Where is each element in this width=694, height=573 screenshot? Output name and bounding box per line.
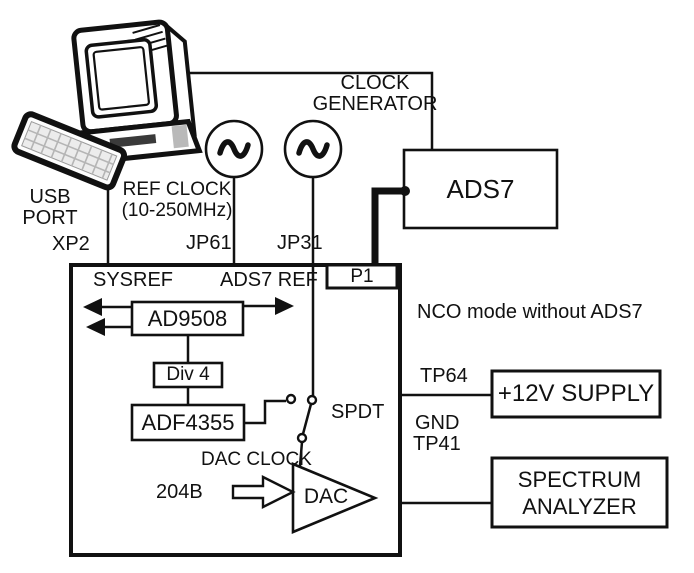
gnd-label: GND [415,412,460,434]
board-box [69,263,402,557]
ref-clock-name: REF CLOCK [122,179,232,200]
base-shade [171,124,189,149]
xp2-label: XP2 [52,233,90,255]
ref-clock-label: REF CLOCK (10-250MHz) [108,179,246,221]
adf4355-label: ADF4355 [141,409,235,435]
spdt-label: SPDT [331,401,385,423]
ads7-label: ADS7 [446,173,515,204]
jp31-label: JP31 [277,232,323,254]
jp61-label: JP61 [186,232,232,254]
dac-clock-label: DAC CLOCK [201,449,312,470]
sine-icon [217,139,251,159]
pc-to-clockgen-wire [160,71,434,150]
spdt-switch-icon [285,393,318,467]
computer-icon [11,19,203,191]
jesd204b-label: 204B [156,481,203,503]
usb-label: USB [29,186,71,208]
clock-generator-line2: GENERATOR [312,93,438,115]
ad9508-label: AD9508 [147,305,228,331]
base-slot [109,134,157,148]
clock-generator-label: CLOCK GENERATOR [312,73,438,115]
nco-mode-note: NCO mode without ADS7 [417,301,643,323]
tp64-label: TP64 [420,365,468,387]
switch-common-circle [296,432,308,444]
spectrum-line2: ANALYZER [522,493,637,519]
monitor-screen [92,46,150,111]
tp41-label: TP41 [413,433,461,455]
spectrum-line1: SPECTRUM [517,466,642,492]
jp31-generator-icon [283,119,343,179]
ads7-ref-arrow [243,297,294,315]
spectrum-box [490,456,669,529]
keyboard-icon [11,111,128,191]
port-label: PORT [22,207,78,229]
dac-label: DAC [303,485,349,508]
jesd204b-block-arrow-icon [231,475,296,509]
clock-tree-wires [186,335,286,425]
cable-connector-dot [400,186,410,196]
adf4355-to-switch-wire [244,399,286,425]
supply-label: +12V SUPPLY [497,380,655,407]
sysref-label: SYSREF [93,269,174,291]
usb-port-label: USB PORT [18,187,82,229]
clock-generator-line1: CLOCK [340,72,410,94]
div4-label: Div 4 [166,364,210,385]
sysref-arrows [83,298,132,336]
sine-icon [296,139,330,159]
ads7-box [402,148,559,230]
ads7-p1-cable [371,187,404,266]
spectrum-analyzer-label: SPECTRUM ANALYZER [492,458,667,527]
dac-triangle [291,462,379,534]
switch-pole-circle [306,394,318,406]
ref-clock-generator-icon [204,119,264,179]
switch-throw-circle [285,393,297,405]
ads7-ref-label: ADS7 REF [220,269,318,291]
monitor-vents-icon [132,24,169,55]
supply-box [490,369,662,419]
p1-box [325,263,399,290]
ref-clock-range: (10-250MHz) [121,200,233,221]
p1-label: P1 [350,265,374,287]
